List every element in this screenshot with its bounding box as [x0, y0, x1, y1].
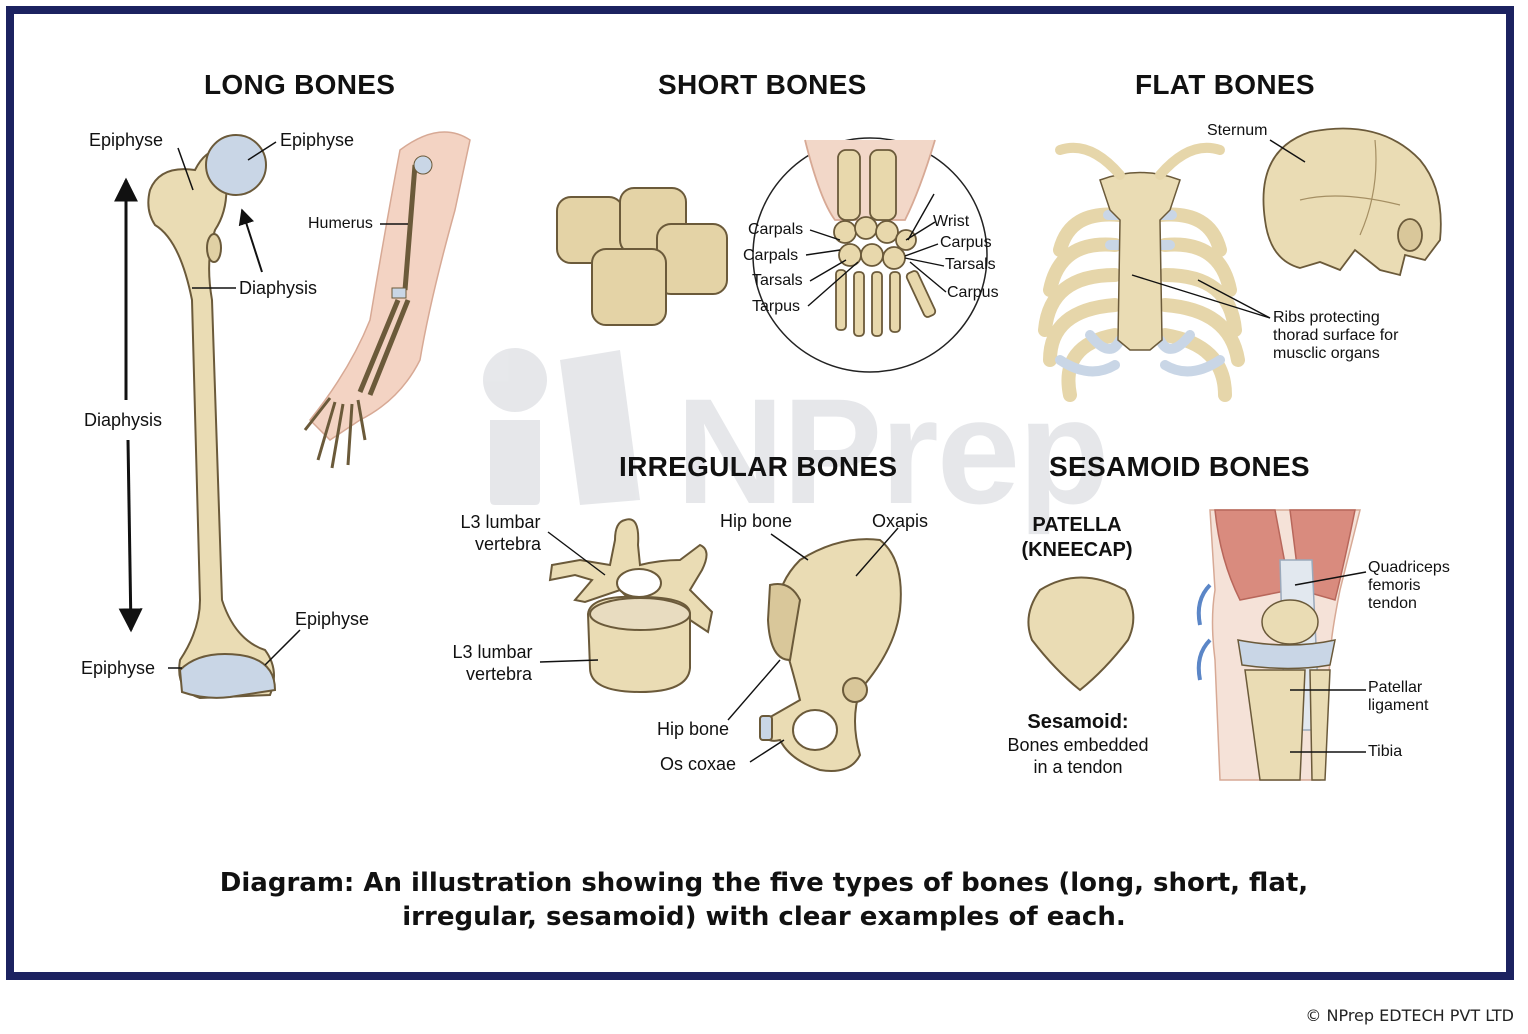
label-hip-bone-bottom: Hip bone	[657, 719, 730, 739]
label-l3-top-line-2: vertebra	[474, 534, 542, 554]
arm-illustration	[303, 131, 471, 469]
heading-short-bones: SHORT BONES	[658, 69, 867, 100]
label-quadriceps-1: Quadriceps	[1368, 559, 1450, 576]
skull-illustration	[1262, 127, 1442, 277]
label-l3-top-line-1: L3 lumbar	[460, 512, 541, 532]
label-tibia: Tibia	[1368, 743, 1403, 760]
caption-line-2: irregular, sesamoid) with clear examples…	[402, 902, 1126, 932]
label-diaphysis-left: Diaphysis	[84, 410, 163, 430]
caption-line-1: Diagram: An illustration showing the fiv…	[219, 868, 1309, 898]
copyright-notice: © NPrep EDTECH PVT LTD	[1305, 1006, 1514, 1025]
heading-flat-bones: FLAT BONES	[1135, 69, 1315, 100]
label-tarsals-left: Tarsals	[752, 272, 803, 289]
label-quadriceps-2: femoris	[1368, 577, 1421, 594]
label-l3-bottom-line-2: vertebra	[465, 664, 533, 684]
label-diaphysis-right: Diaphysis	[239, 278, 318, 298]
patella-illustration	[1027, 576, 1135, 692]
label-tarpus: Tarpus	[752, 298, 801, 315]
wrist-illustration	[804, 139, 937, 337]
label-sternum: Sternum	[1207, 122, 1268, 139]
label-carpals-2: Carpals	[743, 247, 799, 264]
vertebra-illustration	[548, 518, 714, 694]
heading-long-bones: LONG BONES	[204, 69, 396, 100]
label-sesamoid-heading: Sesamoid:	[1027, 711, 1129, 733]
knee-illustration	[1196, 509, 1361, 781]
label-epiphyse-top-right: Epiphyse	[280, 130, 355, 150]
label-ribs-line-1: Ribs protecting	[1273, 309, 1380, 326]
label-carpus-2: Carpus	[947, 284, 999, 301]
label-epiphyse-top-left: Epiphyse	[89, 130, 164, 150]
label-l3-bottom-line-1: L3 lumbar	[452, 642, 533, 662]
label-ribs-line-3: musclic organs	[1273, 345, 1380, 362]
watermark-text: NPrep	[676, 367, 1110, 535]
label-ribs-line-2: thorad surface for	[1273, 327, 1399, 344]
label-humerus: Humerus	[308, 215, 373, 232]
label-carpus-1: Carpus	[940, 234, 992, 251]
label-oxapis: Oxapis	[872, 511, 929, 531]
pelvis-illustration	[759, 538, 902, 772]
label-os-coxae: Os coxae	[660, 754, 737, 774]
femur-illustration	[147, 134, 277, 700]
label-patellar-1: Patellar	[1368, 679, 1423, 696]
label-sesamoid-desc-2: in a tendon	[1033, 757, 1123, 777]
label-patellar-2: ligament	[1368, 697, 1429, 714]
label-wrist: Wrist	[933, 213, 970, 230]
label-epiphyse-bottom-right: Epiphyse	[295, 609, 370, 629]
label-patella-title-1: PATELLA	[1032, 514, 1122, 536]
ribcage-illustration	[1038, 142, 1245, 402]
heading-irregular-bones: IRREGULAR BONES	[619, 451, 898, 482]
label-hip-bone-top: Hip bone	[720, 511, 793, 531]
label-carpals-1: Carpals	[748, 221, 804, 238]
heading-sesamoid-bones: SESAMOID BONES	[1049, 451, 1310, 482]
label-patella-title-2: (KNEECAP)	[1021, 539, 1133, 561]
diagram-caption: Diagram: An illustration showing the fiv…	[60, 866, 1468, 934]
cube-bones	[556, 187, 728, 326]
label-quadriceps-3: tendon	[1368, 595, 1417, 612]
label-tarsals-right: Tarsals	[945, 256, 996, 273]
label-sesamoid-desc-1: Bones embedded	[1007, 735, 1149, 755]
label-epiphyse-bottom-left: Epiphyse	[81, 658, 156, 678]
